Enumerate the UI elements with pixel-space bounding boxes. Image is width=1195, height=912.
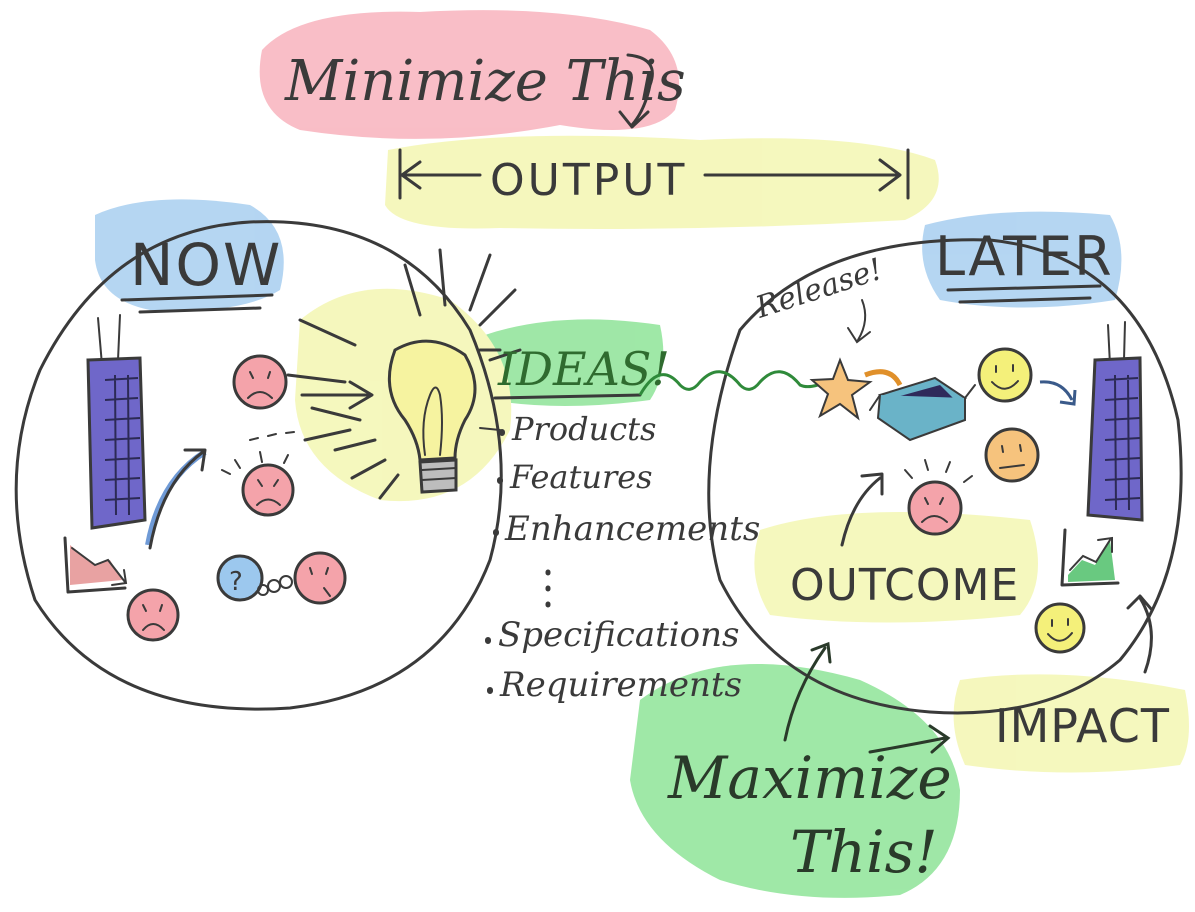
star-icon	[809, 357, 873, 421]
later-circle	[707, 238, 1183, 715]
impact-label: IMPACT	[995, 699, 1170, 753]
idea-item-features: Features	[509, 458, 653, 496]
to-bulb-arrow	[300, 380, 374, 410]
output-label: OUTPUT	[490, 155, 687, 206]
ideas-highlight	[485, 319, 664, 406]
now-label: NOW	[130, 231, 282, 299]
dash-marks	[249, 431, 295, 441]
ideas-underline	[478, 348, 642, 400]
sad-face-icon	[904, 459, 973, 536]
minimize-label: Minimize This	[284, 49, 686, 114]
sad-face-icon	[126, 588, 180, 642]
release-arrow	[847, 299, 871, 344]
maximize-highlight	[630, 664, 960, 898]
outcome-highlight	[754, 512, 1038, 623]
outcome-arrow	[840, 472, 884, 547]
to-bulb-arrow	[303, 406, 362, 442]
output-span	[398, 148, 910, 200]
minimize-arrow	[618, 53, 654, 129]
output-left-arrow	[398, 160, 482, 190]
ideas-label: IDEAS!	[497, 342, 670, 396]
happy-to-building-arrow	[1039, 380, 1077, 406]
now-underline	[120, 293, 274, 314]
outcome-label: OUTCOME	[790, 560, 1019, 611]
impact-arrow	[1126, 594, 1154, 674]
output-right-arrow	[703, 158, 902, 192]
now-circle	[14, 220, 503, 711]
building-icon	[86, 314, 147, 530]
minimize-highlight	[259, 10, 680, 139]
impact-highlight	[953, 674, 1189, 773]
later-highlight	[922, 211, 1122, 308]
highlights	[95, 10, 1189, 898]
lightbulb-icon	[286, 248, 522, 500]
idea-item-enhancements: Enhancements	[504, 509, 760, 549]
idea-item-specifications: Specifications	[498, 615, 739, 655]
now-highlight	[95, 199, 284, 311]
chart-icon	[1060, 528, 1120, 587]
idea-item-requirements: Requirements	[499, 665, 742, 705]
sad-face-icon	[232, 354, 288, 410]
release-label: Release!	[751, 252, 887, 326]
happy-face-icon	[977, 347, 1033, 403]
box-icon	[869, 376, 976, 442]
maximize-label-line1: Maximize	[667, 744, 952, 812]
circles	[14, 220, 1183, 715]
list-bullets	[485, 429, 505, 694]
later-underline	[946, 284, 1102, 304]
building-icon	[1086, 321, 1144, 522]
maximize-to-impact-arrow	[868, 724, 951, 754]
later-label: LATER	[935, 225, 1114, 288]
coil-connector	[638, 370, 831, 396]
rising-arrow	[145, 449, 207, 546]
svg-text:?: ?	[229, 567, 243, 597]
maximize-to-outcome-arrow	[783, 641, 832, 742]
rising-arrow-outline	[148, 448, 207, 550]
neutral-face-icon	[984, 427, 1040, 483]
idea-item-products: Products	[511, 410, 656, 448]
maximize-label-line2: This!	[790, 818, 938, 886]
list-dash	[479, 427, 501, 431]
output-highlight	[385, 135, 939, 229]
down-chart-icon	[63, 536, 128, 594]
release-to-box-arrow	[864, 369, 903, 387]
idea-list: Products Features Enhancements Specifica…	[479, 410, 760, 705]
sad-face-icon	[221, 451, 295, 517]
confused-face-icon: ?	[216, 551, 347, 605]
happy-face-icon	[1034, 602, 1086, 654]
